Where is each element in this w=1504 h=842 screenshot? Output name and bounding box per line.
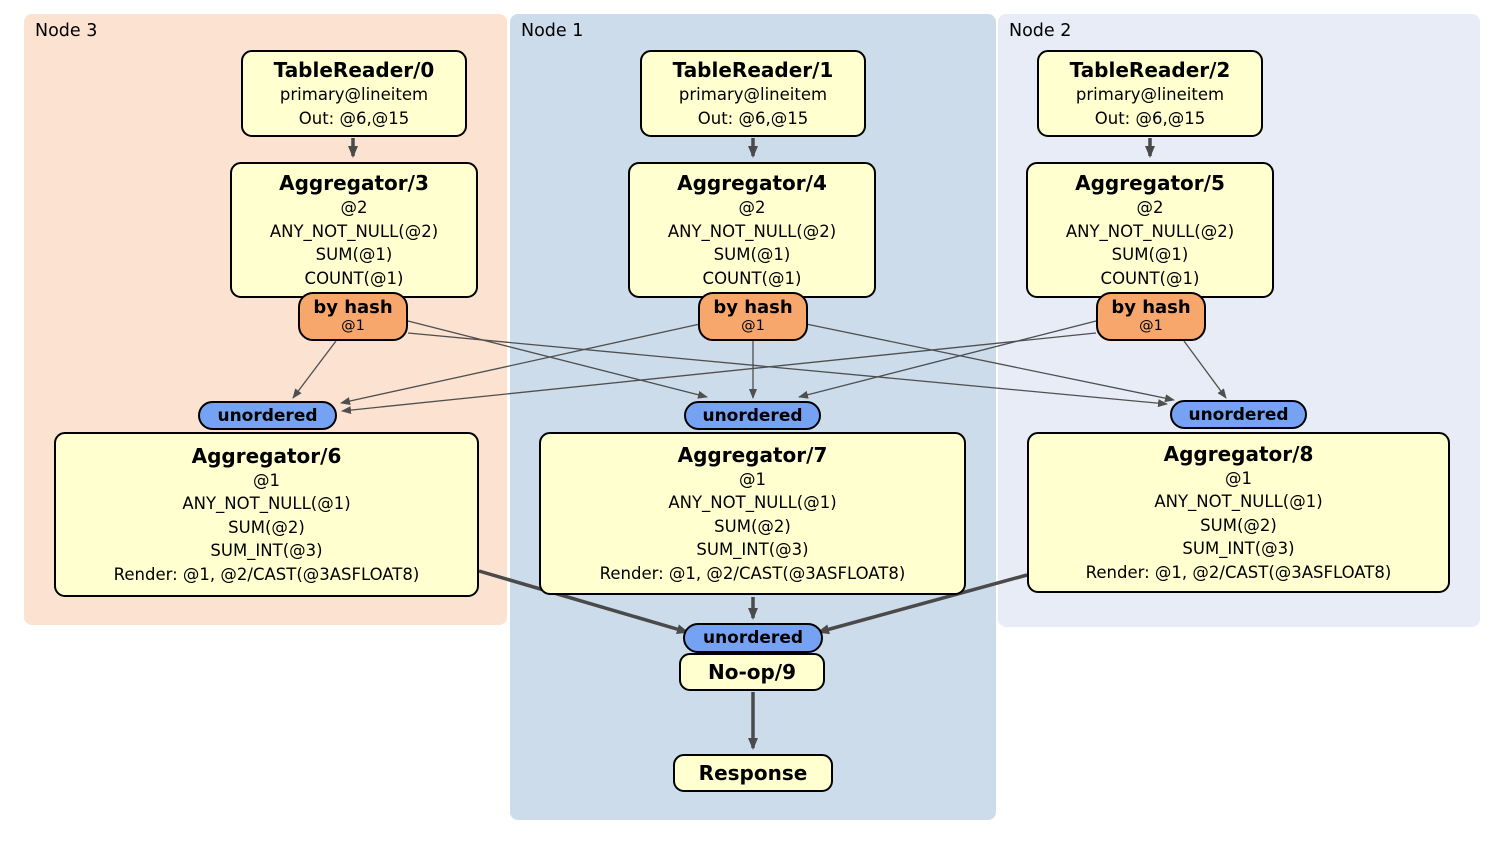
processor-aggregator-5: Aggregator/5 @2 ANY_NOT_NULL(@2) SUM(@1)… bbox=[1026, 162, 1274, 298]
edge-agg8-syncfinal bbox=[817, 573, 1028, 635]
node-group-label: Node 1 bbox=[521, 21, 584, 41]
processor-aggregator-6: Aggregator/6 @1 ANY_NOT_NULL(@1) SUM(@2)… bbox=[54, 432, 479, 597]
processor-detail: SUM_INT(@3) bbox=[1182, 539, 1295, 559]
edge-r5-s6 bbox=[341, 332, 1097, 415]
processor-detail: primary@lineitem bbox=[279, 85, 429, 104]
processor-tablereader-1: TableReader/1 primary@lineitem Out: @6,@… bbox=[640, 50, 866, 137]
processor-detail: @1 bbox=[1225, 468, 1252, 488]
processor-detail: ANY_NOT_NULL(@2) bbox=[1065, 221, 1235, 241]
unordered-sync-node1: unordered bbox=[684, 401, 821, 430]
processor-detail: Out: @6,@15 bbox=[697, 108, 809, 128]
processor-detail: primary@lineitem bbox=[1075, 85, 1225, 104]
processor-detail: @2 bbox=[738, 198, 766, 217]
by-hash-router-node2: by hash @1 bbox=[1096, 292, 1206, 341]
processor-title: Aggregator/8 bbox=[1163, 441, 1314, 466]
router-columns: @1 bbox=[341, 318, 365, 334]
edge-r5-s8 bbox=[1183, 340, 1227, 399]
processor-title: No-op/9 bbox=[707, 660, 797, 684]
processor-aggregator-8: Aggregator/8 @1 ANY_NOT_NULL(@1) SUM(@2)… bbox=[1027, 432, 1450, 593]
processor-title: Aggregator/3 bbox=[279, 171, 429, 195]
processor-aggregator-3: Aggregator/3 @2 ANY_NOT_NULL(@2) SUM(@1)… bbox=[230, 162, 478, 298]
router-label: by hash bbox=[1111, 297, 1191, 318]
processor-aggregator-4: Aggregator/4 @2 ANY_NOT_NULL(@2) SUM(@1)… bbox=[628, 162, 876, 298]
processor-detail: COUNT(@1) bbox=[702, 268, 802, 288]
processor-detail: SUM(@2) bbox=[714, 516, 791, 536]
edge-r3-s8 bbox=[407, 332, 1168, 408]
processor-detail: ANY_NOT_NULL(@2) bbox=[667, 221, 837, 241]
processor-detail: Render: @1, @2/CAST(@3ASFLOAT8) bbox=[599, 563, 906, 583]
processor-title: Aggregator/7 bbox=[677, 442, 828, 467]
router-label: by hash bbox=[313, 297, 393, 318]
processor-detail: SUM(@1) bbox=[315, 245, 393, 264]
processor-detail: @1 bbox=[253, 470, 280, 490]
processor-detail: ANY_NOT_NULL(@2) bbox=[269, 221, 439, 241]
processor-detail: primary@lineitem bbox=[678, 85, 828, 104]
node-group-label: Node 3 bbox=[35, 21, 98, 41]
sync-label: unordered bbox=[217, 405, 318, 426]
processor-detail: ANY_NOT_NULL(@1) bbox=[1154, 492, 1323, 512]
processor-title: Aggregator/5 bbox=[1075, 171, 1225, 195]
by-hash-router-node3: by hash @1 bbox=[298, 292, 408, 341]
edge-agg6-syncfinal bbox=[478, 569, 689, 634]
sync-label: unordered bbox=[702, 405, 803, 426]
processor-detail: Render: @1, @2/CAST(@3ASFLOAT8) bbox=[1085, 562, 1392, 582]
processor-aggregator-7: Aggregator/7 @1 ANY_NOT_NULL(@1) SUM(@2)… bbox=[539, 432, 966, 595]
router-label: by hash bbox=[713, 297, 793, 318]
router-columns: @1 bbox=[741, 318, 765, 334]
processor-tablereader-0: TableReader/0 primary@lineitem Out: @6,@… bbox=[241, 50, 467, 137]
unordered-sync-node2: unordered bbox=[1170, 400, 1307, 429]
processor-title: TableReader/2 bbox=[1069, 58, 1231, 82]
by-hash-router-node1: by hash @1 bbox=[698, 292, 808, 341]
processor-noop-9: No-op/9 bbox=[679, 653, 825, 691]
processor-detail: @2 bbox=[1136, 198, 1164, 217]
processor-detail: SUM_INT(@3) bbox=[210, 541, 323, 561]
processor-detail: SUM_INT(@3) bbox=[696, 540, 809, 560]
processor-detail: SUM(@2) bbox=[1200, 515, 1277, 535]
response-box: Response bbox=[673, 754, 833, 792]
unordered-sync-final: unordered bbox=[683, 623, 823, 653]
edge-r3-s7 bbox=[407, 320, 708, 399]
processor-title: Response bbox=[698, 761, 808, 785]
processor-detail: Out: @6,@15 bbox=[298, 108, 410, 128]
processor-title: Aggregator/6 bbox=[191, 443, 342, 468]
processor-tablereader-2: TableReader/2 primary@lineitem Out: @6,@… bbox=[1037, 50, 1263, 137]
edge-r4-s8 bbox=[805, 323, 1175, 403]
processor-detail: SUM(@1) bbox=[713, 245, 791, 264]
unordered-sync-node3: unordered bbox=[198, 401, 337, 430]
processor-detail: ANY_NOT_NULL(@1) bbox=[668, 493, 837, 513]
processor-title: TableReader/0 bbox=[273, 58, 435, 82]
edge-r5-s7 bbox=[798, 320, 1097, 399]
processor-detail: SUM(@2) bbox=[228, 517, 305, 537]
processor-title: Aggregator/4 bbox=[677, 171, 827, 195]
stream-lines bbox=[292, 320, 1227, 415]
processor-detail: COUNT(@1) bbox=[304, 268, 404, 288]
processor-detail: COUNT(@1) bbox=[1100, 268, 1200, 288]
router-columns: @1 bbox=[1139, 318, 1163, 334]
sync-label: unordered bbox=[702, 628, 804, 648]
processor-detail: Out: @6,@15 bbox=[1094, 108, 1206, 128]
processor-detail: SUM(@1) bbox=[1111, 245, 1189, 264]
processor-detail: @2 bbox=[340, 198, 368, 217]
node-group-label: Node 2 bbox=[1009, 21, 1072, 41]
processor-detail: @1 bbox=[739, 469, 766, 489]
processor-detail: ANY_NOT_NULL(@1) bbox=[182, 494, 351, 514]
processor-title: TableReader/1 bbox=[672, 58, 834, 82]
processor-detail: Render: @1, @2/CAST(@3ASFLOAT8) bbox=[113, 564, 420, 584]
edge-r3-s6 bbox=[292, 340, 337, 399]
edge-r4-s6 bbox=[340, 323, 701, 405]
flow-arrows bbox=[348, 138, 1155, 750]
sync-label: unordered bbox=[1188, 404, 1289, 425]
